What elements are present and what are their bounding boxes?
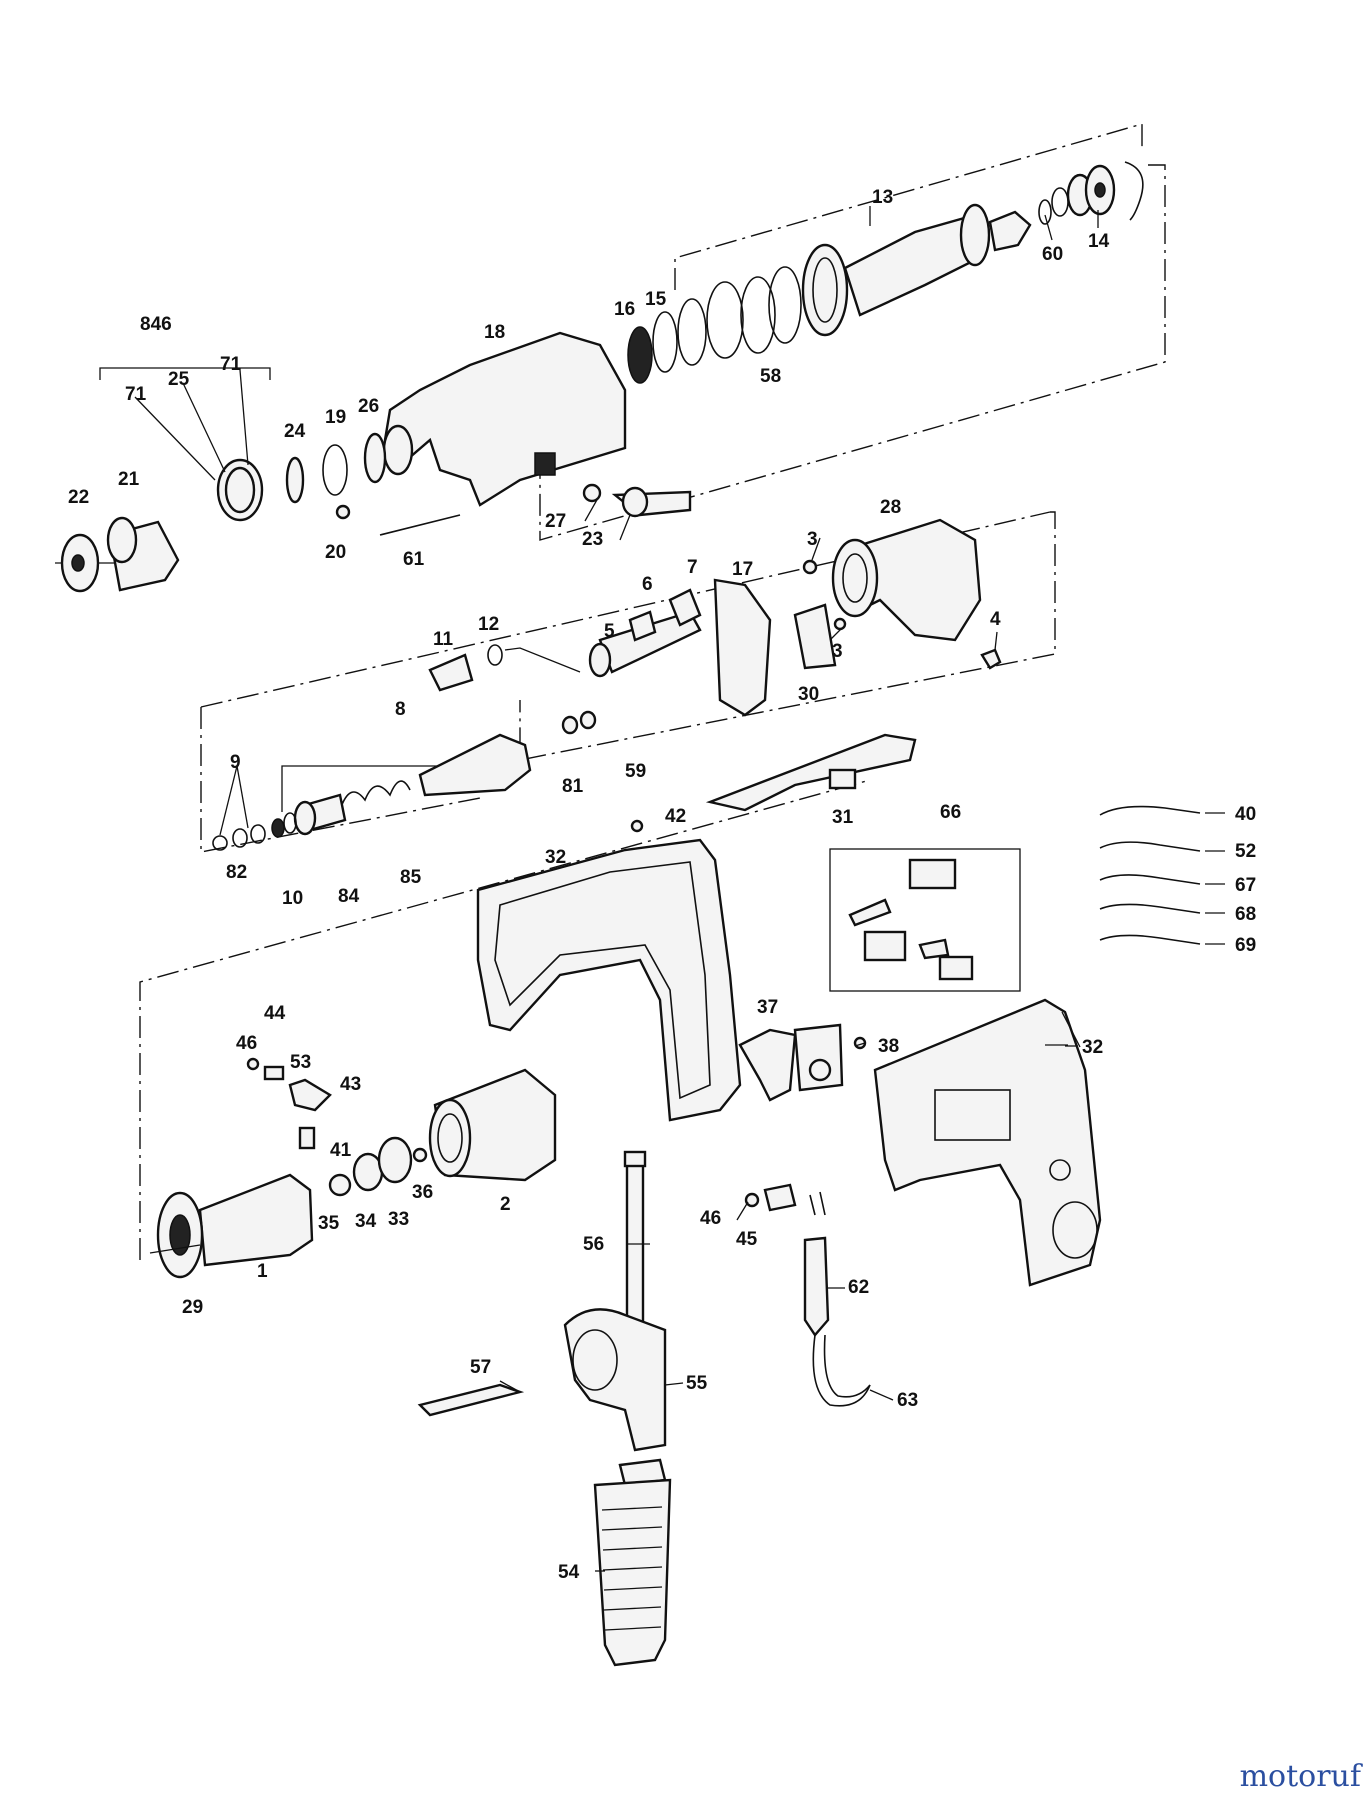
motoruf-logo: motoruf [1240,1759,1361,1794]
label-38: 38 [878,1036,899,1057]
switch-and-housing-right [738,998,1102,1287]
label-846: 846 [140,314,172,335]
label-68: 68 [1235,904,1256,925]
label-29: 29 [182,1297,203,1318]
wires [1099,805,1225,945]
motor-housing-group [428,518,1002,735]
label-15: 15 [645,289,667,310]
label-45: 45 [736,1229,758,1250]
label-33: 33 [388,1209,409,1230]
housing-half-left [476,819,742,1122]
label-32-left: 32 [545,847,566,868]
label-52: 52 [1235,841,1256,862]
label-54: 54 [558,1562,580,1583]
label-31: 31 [832,807,854,828]
label-10: 10 [282,888,303,909]
label-21: 21 [118,469,140,490]
chuck-group [55,369,264,593]
label-26: 26 [358,396,379,417]
label-3-top: 3 [807,529,818,550]
label-13: 13 [872,187,893,208]
logo-text: motoruf [1239,1759,1361,1794]
grip-ribs [601,1506,663,1631]
label-46-top: 46 [236,1033,257,1054]
label-62: 62 [848,1277,869,1298]
motor-group [149,1057,557,1279]
label-14: 14 [1088,231,1110,252]
label-19: 19 [325,407,346,428]
label-16: 16 [614,299,635,320]
label-1: 1 [257,1261,268,1282]
label-43: 43 [340,1074,361,1095]
label-82: 82 [226,862,247,883]
label-11: 11 [433,629,454,650]
label-66: 66 [940,802,961,823]
label-25: 25 [168,369,190,390]
label-53: 53 [290,1052,311,1073]
label-22: 22 [68,487,89,508]
label-20: 20 [325,542,346,563]
leader-lines [499,206,1099,1572]
label-6: 6 [642,574,653,595]
spindle-group [627,161,1144,384]
label-69: 69 [1235,935,1256,956]
label-42: 42 [665,806,686,827]
gear-housing [285,331,692,536]
label-9: 9 [230,752,241,773]
label-17: 17 [732,559,753,580]
label-27: 27 [545,511,566,532]
label-58: 58 [760,366,781,387]
label-63: 63 [897,1390,918,1411]
label-56: 56 [583,1234,604,1255]
side-handle-group [417,1150,672,1667]
intermediate-shaft-group [212,733,532,851]
label-32-right: 32 [1082,1037,1103,1058]
label-60: 60 [1042,244,1063,265]
label-59: 59 [625,761,646,782]
label-24: 24 [284,421,306,442]
label-4: 4 [990,609,1001,630]
label-2: 2 [500,1194,511,1215]
label-37: 37 [757,997,778,1018]
label-30: 30 [798,684,819,705]
label-23: 23 [582,529,603,550]
cord-group [744,1183,871,1407]
label-44: 44 [264,1003,286,1024]
label-36: 36 [412,1182,433,1203]
label-18: 18 [484,322,505,343]
label-12: 12 [478,614,499,635]
label-71-left: 71 [125,384,147,405]
switch-parts [848,858,974,981]
label-85: 85 [400,867,422,888]
label-46-bottom: 46 [700,1208,721,1229]
label-41: 41 [330,1140,352,1161]
switch-cover [705,733,917,812]
label-57: 57 [470,1357,491,1378]
label-35: 35 [318,1213,340,1234]
label-71-right: 71 [220,354,242,375]
label-7: 7 [687,557,698,578]
label-34: 34 [355,1211,377,1232]
group-frames [99,123,1166,1260]
label-8: 8 [395,699,406,720]
label-61: 61 [403,549,425,570]
label-84: 84 [338,886,360,907]
label-5: 5 [604,621,615,642]
part-number-labels: 846 71 25 71 22 21 24 19 26 20 61 18 27 … [68,187,1256,1583]
label-40: 40 [1235,804,1256,825]
label-3-bottom: 3 [832,641,843,662]
label-55: 55 [686,1373,708,1394]
label-81: 81 [562,776,584,797]
label-67: 67 [1235,875,1256,896]
label-28: 28 [880,497,901,518]
